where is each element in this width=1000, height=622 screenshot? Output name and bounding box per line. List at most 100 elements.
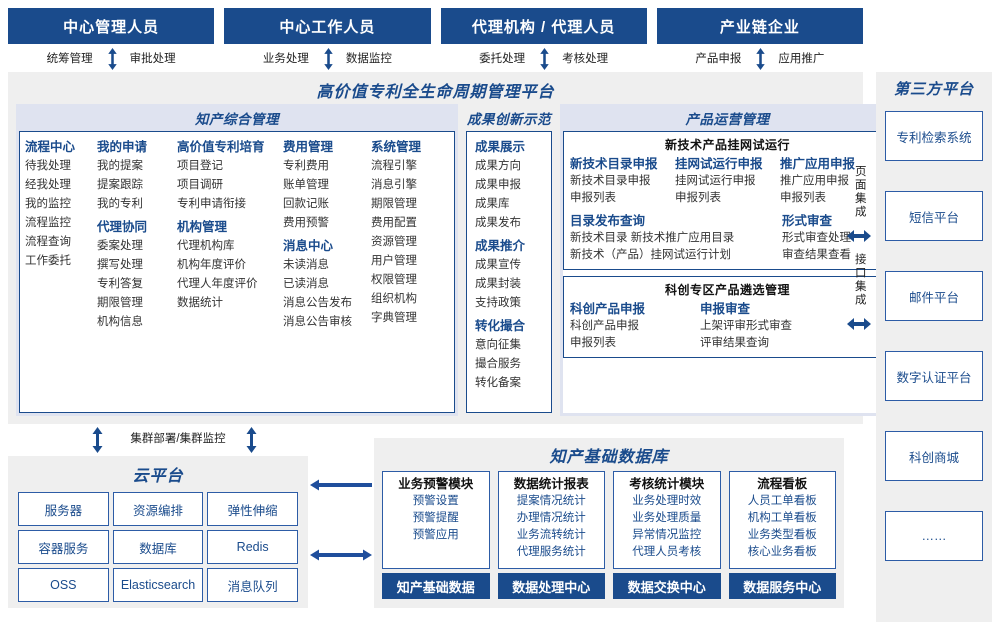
ip-menu-item[interactable]: 项目登记 (177, 160, 223, 172)
ip-menu-item[interactable]: 委案处理 (97, 240, 143, 252)
ip-menu-item[interactable]: 用户管理 (371, 255, 417, 267)
ip-menu-item[interactable]: 期限管理 (97, 297, 143, 309)
database-item[interactable]: 预警设置 (412, 495, 459, 507)
product-ops-item[interactable]: 新技术目录申报 (570, 175, 651, 187)
achievement-menu-item[interactable]: 撮合服务 (475, 358, 521, 370)
ip-menu-item[interactable]: 组织机构 (371, 293, 417, 305)
product-ops-item[interactable]: 推广应用申报 (780, 175, 849, 187)
ip-menu-item[interactable]: 我的监控 (25, 198, 71, 210)
database-item[interactable]: 预警应用 (412, 529, 459, 541)
product-ops-item[interactable]: 申报列表 (570, 192, 616, 204)
role-box-2[interactable]: 代理机构 / 代理人员 (440, 8, 647, 44)
ip-menu-item[interactable]: 专利费用 (283, 160, 329, 172)
ip-menu-item[interactable]: 字典管理 (371, 312, 417, 324)
ip-menu-item[interactable]: 未读消息 (283, 259, 329, 271)
achievement-menu-item[interactable]: 成果方向 (475, 160, 521, 172)
database-item[interactable]: 业务处理时效 (632, 495, 702, 507)
product-ops-item[interactable]: 申报列表 (570, 337, 616, 349)
ip-menu-item[interactable]: 待我处理 (25, 160, 71, 172)
database-item[interactable]: 核心业务看板 (747, 546, 817, 558)
ip-menu-item[interactable]: 专利申请衔接 (177, 198, 246, 210)
third-party-item-3[interactable]: 数字认证平台 (885, 351, 983, 401)
ip-menu-item[interactable]: 撰写处理 (97, 259, 143, 271)
product-ops-item[interactable]: 形式审查处理 (782, 232, 851, 244)
ip-menu-item[interactable]: 回款记账 (283, 198, 329, 210)
database-item[interactable]: 代理服务统计 (516, 546, 586, 558)
third-party-item-4[interactable]: 科创商城 (885, 431, 983, 481)
database-item[interactable]: 异常情况监控 (632, 529, 702, 541)
database-footer-0[interactable]: 知产基础数据 (382, 573, 490, 599)
database-footer-1[interactable]: 数据处理中心 (497, 573, 605, 599)
ip-menu-item[interactable]: 账单管理 (283, 179, 329, 191)
database-item[interactable]: 业务流转统计 (516, 529, 586, 541)
product-ops-item[interactable]: 审查结果查看 (782, 249, 851, 261)
database-item[interactable]: 业务类型看板 (747, 529, 817, 541)
achievement-menu-item[interactable]: 成果发布 (475, 217, 521, 229)
ip-menu-item[interactable]: 已读消息 (283, 278, 329, 290)
database-item[interactable]: 人员工单看板 (747, 495, 817, 507)
database-item[interactable]: 办理情况统计 (516, 512, 586, 524)
achievement-menu-item[interactable]: 意向征集 (475, 339, 521, 351)
product-ops-item[interactable]: 评审结果查询 (700, 337, 769, 349)
achievement-menu-item[interactable]: 成果库 (475, 198, 510, 210)
database-item[interactable]: 提案情况统计 (516, 495, 586, 507)
database-item[interactable]: 代理人员考核 (632, 546, 702, 558)
ip-menu-item[interactable]: 消息公告发布 (283, 297, 352, 309)
third-party-item-1[interactable]: 短信平台 (885, 191, 983, 241)
ip-menu-item[interactable]: 代理机构库 (177, 240, 235, 252)
database-item[interactable]: 预警提醒 (412, 512, 459, 524)
database-item[interactable]: 业务处理质量 (632, 512, 702, 524)
achievement-menu-item[interactable]: 成果申报 (475, 179, 521, 191)
ip-menu-item[interactable]: 经我处理 (25, 179, 71, 191)
ip-menu-item[interactable]: 流程监控 (25, 217, 71, 229)
ip-menu-item[interactable]: 提案跟踪 (97, 179, 143, 191)
cloud-cell-3[interactable]: 容器服务 (18, 530, 109, 564)
ip-menu-item[interactable]: 期限管理 (371, 198, 417, 210)
database-footer-3[interactable]: 数据服务中心 (728, 573, 836, 599)
cloud-cell-8[interactable]: 消息队列 (207, 568, 298, 602)
ip-menu-item[interactable]: 我的专利 (97, 198, 143, 210)
product-ops-item[interactable]: 新技术（产品）挂网试运行计划 (570, 249, 731, 261)
cloud-cell-6[interactable]: OSS (18, 568, 109, 602)
ip-menu-item[interactable]: 费用配置 (371, 217, 417, 229)
product-ops-item[interactable]: 上架评审形式审查 (700, 320, 792, 332)
role-box-1[interactable]: 中心工作人员 (224, 8, 431, 44)
ip-menu-item[interactable]: 流程查询 (25, 236, 71, 248)
product-ops-item[interactable]: 申报列表 (780, 192, 826, 204)
ip-menu-item[interactable]: 代理人年度评价 (177, 278, 258, 290)
cloud-cell-5[interactable]: Redis (207, 530, 298, 564)
third-party-item-2[interactable]: 邮件平台 (885, 271, 983, 321)
database-footer-2[interactable]: 数据交换中心 (613, 573, 721, 599)
product-ops-item[interactable]: 申报列表 (675, 192, 721, 204)
product-ops-item[interactable]: 挂网试运行申报 (675, 175, 756, 187)
ip-menu-item[interactable]: 数据统计 (177, 297, 223, 309)
ip-menu-item[interactable]: 资源管理 (371, 236, 417, 248)
ip-menu-item[interactable]: 项目调研 (177, 179, 223, 191)
ip-menu-item[interactable]: 权限管理 (371, 274, 417, 286)
ip-menu-item[interactable]: 流程引擎 (371, 160, 417, 172)
ip-menu-item[interactable]: 机构信息 (97, 316, 143, 328)
product-ops-item[interactable]: 新技术目录 新技术推广应用目录 (570, 232, 735, 244)
cloud-cell-0[interactable]: 服务器 (18, 492, 109, 526)
ip-menu-item[interactable]: 费用预警 (283, 217, 329, 229)
role-box-3[interactable]: 产业链企业 (656, 8, 863, 44)
third-party-item-0[interactable]: 专利检索系统 (885, 111, 983, 161)
ip-menu-item[interactable]: 消息公告审核 (283, 316, 352, 328)
cloud-cell-7[interactable]: Elasticsearch (112, 568, 204, 602)
database-item[interactable]: 机构工单看板 (747, 512, 817, 524)
ip-menu-item[interactable]: 我的提案 (97, 160, 143, 172)
cloud-cell-4[interactable]: 数据库 (112, 530, 204, 564)
role-box-0[interactable]: 中心管理人员 (8, 8, 215, 44)
cloud-cell-2[interactable]: 弹性伸缩 (207, 492, 298, 526)
achievement-menu-item[interactable]: 成果封装 (475, 278, 521, 290)
ip-menu-item[interactable]: 工作委托 (25, 255, 71, 267)
third-party-item-5[interactable]: …… (885, 511, 983, 561)
ip-menu-item[interactable]: 专利答复 (97, 278, 143, 290)
cloud-cell-1[interactable]: 资源编排 (112, 492, 204, 526)
achievement-menu-item[interactable]: 成果宣传 (475, 259, 521, 271)
achievement-menu-item[interactable]: 支持政策 (475, 297, 521, 309)
ip-menu-item[interactable]: 机构年度评价 (177, 259, 246, 271)
product-ops-item[interactable]: 科创产品申报 (570, 320, 639, 332)
achievement-menu-item[interactable]: 转化备案 (475, 377, 521, 389)
ip-menu-item[interactable]: 消息引擎 (371, 179, 417, 191)
